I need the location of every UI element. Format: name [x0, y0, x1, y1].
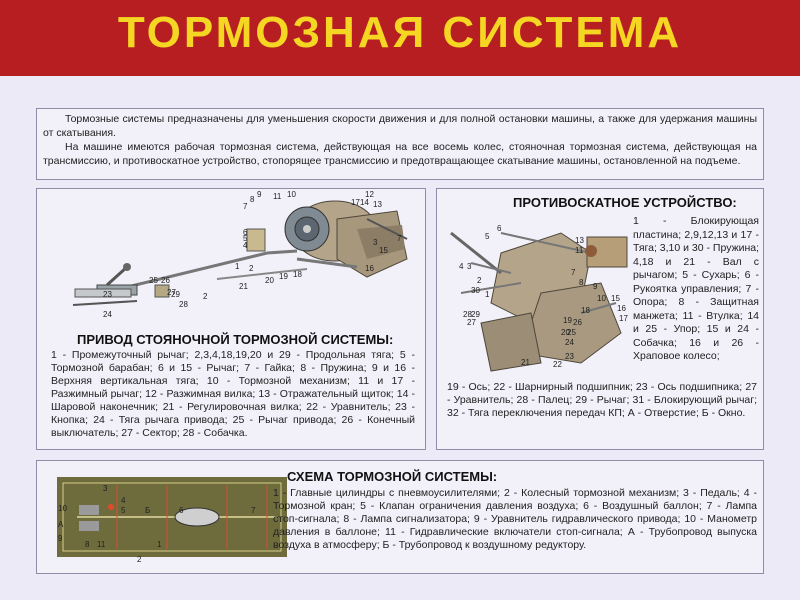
svg-text:6: 6 — [179, 506, 184, 515]
callout-7: 7 — [243, 202, 248, 211]
callout-3: 3 — [373, 238, 378, 247]
callout-20: 20 — [265, 276, 274, 285]
svg-text:10: 10 — [58, 504, 67, 513]
callout-27: 27 — [167, 288, 176, 297]
svg-text:16: 16 — [617, 304, 626, 313]
svg-text:3: 3 — [103, 484, 108, 493]
callout-14: 14 — [360, 198, 369, 207]
air-tank — [174, 507, 220, 527]
scheme-callouts: 3 4 5 Б 6 7 10 A 9 11 8 1 2 — [58, 484, 256, 563]
page-title: ТОРМОЗНАЯ СИСТЕМА — [117, 8, 683, 57]
callout-26: 26 — [161, 276, 170, 285]
callout-17: 17 — [351, 198, 360, 207]
svg-text:11: 11 — [97, 540, 106, 549]
svg-text:30: 30 — [471, 286, 480, 295]
svg-text:10: 10 — [597, 294, 606, 303]
svg-text:5: 5 — [485, 232, 490, 241]
svg-text:2: 2 — [137, 555, 142, 563]
callout-1: 1 — [235, 262, 240, 271]
svg-text:9: 9 — [58, 534, 63, 543]
svg-text:13: 13 — [575, 236, 584, 245]
callout-28: 28 — [179, 300, 188, 309]
callout-25: 25 — [149, 276, 158, 285]
antiroll-legend-bottom: 19 - Ось; 22 - Шарнирный подшипник; 23 -… — [447, 381, 757, 419]
svg-text:22: 22 — [553, 360, 562, 369]
svg-text:19: 19 — [563, 316, 572, 325]
scheme-legend: 1 - Главные цилиндры с пневмоусилителями… — [273, 487, 757, 551]
svg-text:27: 27 — [467, 318, 476, 327]
svg-text:4: 4 — [121, 496, 126, 505]
part-callouts: 7 8 9 11 10 12 17 14 13 3 15 16 7 5 4 6 … — [103, 190, 402, 319]
svg-text:24: 24 — [565, 338, 574, 347]
bracket — [246, 228, 266, 252]
antiroll-illustration: 6 5 4 3 2 30 1 29 28 27 13 11 7 8 9 10 1… — [450, 224, 628, 372]
parking-brake-illustration: 7 8 9 11 10 12 17 14 13 3 15 16 7 5 4 6 … — [72, 190, 408, 319]
callout-5: 5 — [243, 234, 248, 243]
callout-15: 15 — [379, 246, 388, 255]
antiroll-panel: ПРОТИВОСКАТНОЕ УСТРОЙСТВО: 6 5 4 3 2 30 … — [436, 188, 764, 450]
callout-21: 21 — [239, 282, 248, 291]
callout-8: 8 — [250, 195, 255, 204]
antiroll-callouts: 6 5 4 3 2 30 1 29 28 27 13 11 7 8 9 10 1… — [459, 224, 628, 369]
longitudinal-rod — [126, 251, 268, 289]
callout-2: 2 — [249, 264, 254, 273]
scheme-panel: 3 4 5 Б 6 7 10 A 9 11 8 1 2 СХЕМА ТОРМОЗ… — [36, 460, 764, 574]
parking-brake-title: ПРИВОД СТОЯНОЧНОЙ ТОРМОЗНОЙ СИСТЕМЫ: — [77, 332, 394, 347]
svg-text:7: 7 — [251, 506, 256, 515]
svg-text:5: 5 — [121, 506, 126, 515]
svg-text:1: 1 — [485, 290, 490, 299]
svg-text:4: 4 — [459, 262, 464, 271]
svg-text:2: 2 — [477, 276, 482, 285]
svg-text:3: 3 — [467, 262, 472, 271]
parking-brake-legend: 1 - Промежуточный рычаг; 2,3,4,18,19,20 … — [51, 349, 415, 439]
callout-18: 18 — [293, 270, 302, 279]
callout-13: 13 — [373, 200, 382, 209]
antiroll-title: ПРОТИВОСКАТНОЕ УСТРОЙСТВО: — [513, 195, 737, 210]
callout-6: 6 — [243, 228, 248, 237]
svg-text:6: 6 — [497, 224, 502, 233]
callout-10: 10 — [287, 190, 296, 199]
svg-text:29: 29 — [471, 310, 480, 319]
svg-text:8: 8 — [85, 540, 90, 549]
svg-text:8: 8 — [579, 278, 584, 287]
svg-text:7: 7 — [571, 268, 576, 277]
callout-19: 19 — [279, 272, 288, 281]
callout-2b: 2 — [203, 292, 208, 301]
svg-text:17: 17 — [619, 314, 628, 323]
header-banner — [0, 0, 800, 76]
callout-12: 12 — [365, 190, 374, 199]
scheme-title: СХЕМА ТОРМОЗНОЙ СИСТЕМЫ: — [287, 469, 498, 484]
svg-text:15: 15 — [611, 294, 620, 303]
parking-brake-panel: 7 8 9 11 10 12 17 14 13 3 15 16 7 5 4 6 … — [36, 188, 426, 450]
antiroll-legend-side: 1 - Блокирующая пластина; 2,9,12,13 и 17… — [633, 215, 760, 362]
callout-9: 9 — [257, 190, 262, 199]
svg-text:26: 26 — [573, 318, 582, 327]
callout-7b: 7 — [397, 234, 402, 243]
callout-16: 16 — [365, 264, 374, 273]
svg-text:9: 9 — [593, 282, 598, 291]
svg-text:25: 25 — [567, 328, 576, 337]
brake-scheme-diagram: 3 4 5 Б 6 7 10 A 9 11 8 1 2 — [57, 477, 287, 563]
intro-paragraph-1: Тормозные системы предназначены для умен… — [43, 113, 757, 139]
svg-text:11: 11 — [575, 246, 584, 255]
svg-text:20: 20 — [561, 328, 570, 337]
svg-text:21: 21 — [521, 358, 530, 367]
svg-text:A: A — [58, 520, 64, 529]
svg-text:1: 1 — [157, 540, 162, 549]
master-cylinder — [79, 505, 99, 515]
svg-text:Б: Б — [145, 506, 150, 515]
callout-24: 24 — [103, 310, 112, 319]
callout-11: 11 — [273, 192, 282, 201]
callout-23: 23 — [103, 290, 112, 299]
callout-29: 29 — [171, 290, 180, 299]
intro-panel: Тормозные системы предназначены для умен… — [36, 108, 764, 180]
callout-4: 4 — [243, 241, 248, 250]
svg-text:18: 18 — [581, 306, 590, 315]
intro-paragraph-2: На машине имеются рабочая тормозная сист… — [43, 141, 757, 167]
svg-text:23: 23 — [565, 352, 574, 361]
svg-text:28: 28 — [463, 310, 472, 319]
